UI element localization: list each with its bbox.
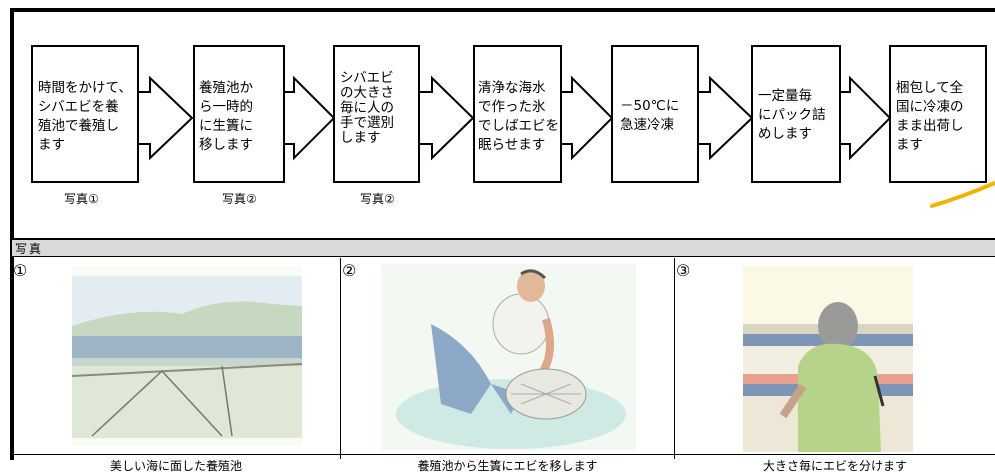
- photo-section-header: 写真: [12, 240, 995, 257]
- flow-texts: 時間をかけて、 シバエビを養 殖池で養殖し ます 養殖池か ら一時的 に生簀に …: [38, 70, 968, 153]
- arrow-1: [137, 75, 194, 161]
- yellow-accent-line: [930, 181, 995, 208]
- caption-divider: [12, 454, 995, 455]
- step-5-text: －50℃に 急速冷凍: [620, 98, 684, 133]
- step-2-photo-ref: 写真②: [222, 192, 257, 206]
- step-6-text: 一定量毎 にパック詰 めします: [758, 88, 830, 142]
- photo-1-caption: 美しい海に面した養殖池: [109, 459, 242, 473]
- step-3-photo-ref: 写真②: [360, 192, 395, 206]
- photo-2-number: ②: [342, 261, 357, 280]
- photo-refs: 写真① 写真② 写真②: [64, 192, 395, 206]
- section-divider: [12, 238, 995, 240]
- outer-frame: [10, 8, 995, 460]
- process-flow-diagram: 時間をかけて、 シバエビを養 殖池で養殖し ます 養殖池か ら一時的 に生簀に …: [31, 45, 995, 208]
- step-box-2: [193, 45, 285, 183]
- step-box-4: [473, 45, 562, 183]
- step-3-text: シバエビ の大きさ 毎に人の 手で選別 します: [340, 70, 398, 146]
- photo-cell-1: ① 美しい海に面した養殖池: [12, 258, 341, 473]
- step-1-text: 時間をかけて、 シバエビを養 殖池で養殖し ます: [38, 80, 136, 153]
- step-box-6: [751, 45, 841, 183]
- photo-3-caption: 大きさ毎にエビを分けます: [762, 459, 907, 473]
- step-box-5: [611, 45, 699, 183]
- photo-3-sorting-illustration: [743, 266, 913, 452]
- step-2-text: 養殖池か ら一時的 に生簀に 移します: [199, 79, 257, 153]
- photo-header-label: 写真: [15, 242, 44, 256]
- arrow-6: [839, 75, 892, 161]
- step-4-text: 清浄な海水 で作った氷 でしばエビを 眠らせます: [478, 80, 563, 153]
- step-1-photo-ref: 写真①: [64, 192, 99, 206]
- photo-1-number: ①: [13, 261, 28, 280]
- step-box-7: [889, 45, 987, 183]
- flow-arrows: [137, 75, 892, 161]
- arrow-2: [283, 75, 336, 161]
- step-box-3: [333, 45, 420, 183]
- flow-boxes: [31, 45, 987, 183]
- step-box-1: [31, 45, 139, 183]
- photo-3-number: ③: [676, 261, 691, 280]
- photo-cell-2: ② 養殖池から生簀にエビを移します: [341, 258, 675, 473]
- photo-cell-3: ③ 大きさ毎にエビを分けます: [675, 258, 995, 473]
- step-7-text: 梱包して全 国に冷凍の まま出荷し ます: [896, 79, 968, 153]
- photo-2-caption: 養殖池から生簀にエビを移します: [417, 459, 598, 473]
- photo-2-worker-illustration: [381, 264, 636, 450]
- arrow-4: [560, 75, 614, 161]
- arrow-5: [697, 75, 754, 161]
- arrow-3: [418, 75, 475, 161]
- photo-1-sea-pond-illustration: [72, 266, 302, 446]
